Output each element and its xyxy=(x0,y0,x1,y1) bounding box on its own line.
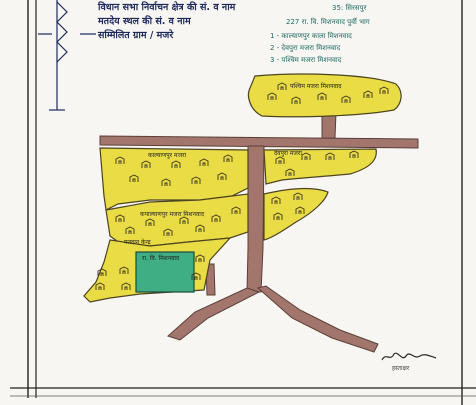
hut-icon xyxy=(223,154,233,162)
settlement-east xyxy=(263,148,377,185)
polling-station-label: मतदेय स्थल की सं. व नाम xyxy=(98,16,191,27)
hut-icon xyxy=(115,214,125,222)
hut-icon xyxy=(195,224,205,232)
road-vertical xyxy=(246,145,265,293)
constituency-label: विधान सभा निर्वाचन क्षेत्र की सं. व नाम xyxy=(98,2,236,13)
area-label-right-upper: देवपुरा मजरा xyxy=(274,150,302,157)
hut-icon xyxy=(115,156,125,164)
polling-booth xyxy=(135,251,195,293)
signature-stroke xyxy=(381,352,437,361)
polling-station-value: 227 रा. वि. मिशनवाद पुर्वी भाग xyxy=(286,18,370,26)
hut-icon xyxy=(277,82,287,90)
hut-icon xyxy=(231,206,241,214)
settlement-north xyxy=(247,73,402,118)
hut-icon xyxy=(275,156,285,164)
settlement-west xyxy=(99,147,249,211)
village-item-1: 1 - काल्याणपुर काला मिशनवाद xyxy=(270,32,352,40)
area-label-left-upper: काल्याणपुर मजरा xyxy=(148,152,187,159)
area-label-middle: कपाल्याणपुर मजरा मिशनवाद xyxy=(140,211,205,218)
hut-icon xyxy=(141,160,151,168)
hut-icon xyxy=(179,216,189,224)
hut-icon xyxy=(349,150,359,158)
hut-icon xyxy=(199,158,209,166)
constituency-value: 35: सिरसपुर xyxy=(332,4,367,12)
village-item-3: 3 - पश्चिम मजरा मिशनवाद xyxy=(270,56,342,64)
hut-markers xyxy=(95,82,389,290)
area-label-lower: मतदान केन्द्र xyxy=(124,239,151,246)
booth-label: रा. वि. मिशनवाद xyxy=(142,255,180,262)
hut-icon xyxy=(119,266,129,274)
hut-icon xyxy=(325,152,335,160)
hut-icon xyxy=(267,92,277,100)
hut-icon xyxy=(97,268,107,276)
hut-icon xyxy=(291,96,301,104)
hut-icon xyxy=(379,86,389,94)
villages-label: सम्मिलित ग्राम / मजरे xyxy=(98,30,174,41)
hut-icon xyxy=(317,92,327,100)
pole-symbol xyxy=(38,0,96,111)
hut-icon xyxy=(121,282,131,290)
roads xyxy=(99,111,419,353)
area-label-top: पश्चिम मजरा मिशनवाद xyxy=(290,83,342,90)
settlement-middle-east xyxy=(263,187,329,241)
hut-icon xyxy=(129,174,139,182)
hut-icon xyxy=(191,272,201,280)
hut-icon xyxy=(211,214,221,222)
village-item-2: 2 - देवपुरा मजरा मिशनवाद xyxy=(270,44,341,52)
hut-icon xyxy=(341,95,351,103)
hut-icon xyxy=(301,152,311,160)
hut-icon xyxy=(273,212,283,220)
hut-icon xyxy=(285,168,295,176)
hut-icon xyxy=(145,218,155,226)
road-southwest-branch xyxy=(167,287,261,341)
hut-icon xyxy=(161,178,171,186)
hut-icon xyxy=(125,226,135,234)
hut-icon xyxy=(191,176,201,184)
hut-icon xyxy=(95,282,105,290)
signature: हस्ताक्षर xyxy=(392,365,410,372)
hut-icon xyxy=(217,172,227,180)
road-main-horizontal xyxy=(99,135,419,149)
hut-icon xyxy=(163,228,173,236)
settlements xyxy=(83,73,402,303)
hut-icon xyxy=(363,90,373,98)
hut-icon xyxy=(293,192,303,200)
road-southeast-branch xyxy=(256,285,379,353)
hut-icon xyxy=(171,160,181,168)
hut-icon xyxy=(271,196,281,204)
hut-icon xyxy=(295,206,305,214)
hut-icon xyxy=(195,254,205,262)
